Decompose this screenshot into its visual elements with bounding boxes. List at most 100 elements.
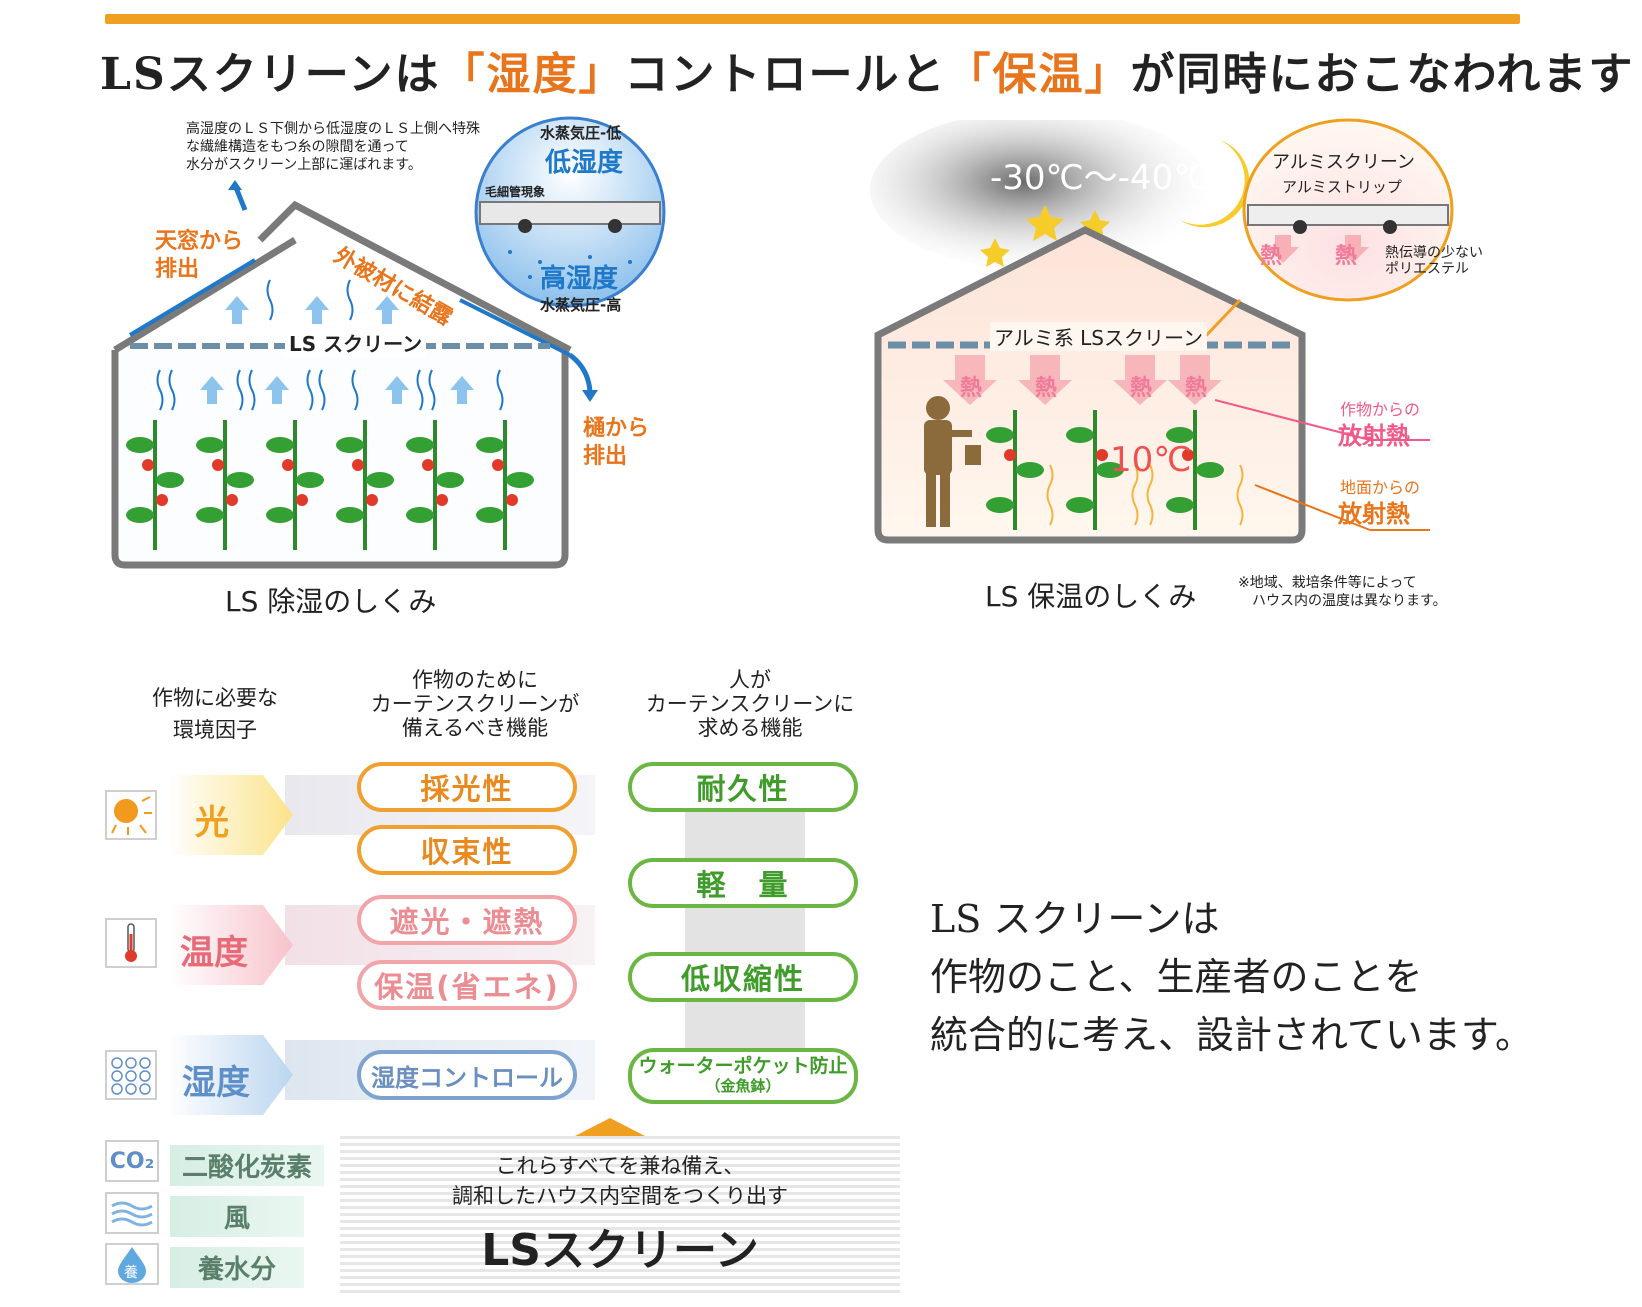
humidity-detail-circle (474, 116, 666, 308)
ground-radiation-small: 地面からの (1340, 478, 1421, 497)
low-humidity-label: 低湿度 (545, 148, 624, 178)
skylight-flow-line (128, 258, 257, 337)
thermometer-icon (105, 918, 157, 968)
inside-temperature: 10℃ (1110, 440, 1192, 480)
warm-footnote: ※地域、栽培条件等によって ハウス内の温度は異なります。 (1238, 575, 1447, 609)
headline-warm: 保温 (992, 49, 1085, 100)
low-pressure-label: 水蒸気圧-低 (540, 124, 622, 142)
detail-heat-label: 熱 (1260, 244, 1283, 269)
aluminum-detail-circle (1242, 118, 1454, 302)
summary-line-2: 作物のこと、生産者のことを (930, 955, 1423, 999)
humidity-chevron (168, 1035, 293, 1115)
func-low-shrinkage: 低収縮性 (628, 952, 858, 1002)
headline-bracket-open-1: 「 (440, 49, 487, 100)
aluminum-strip-label: アルミストリップ (1282, 178, 1402, 196)
banner-line1: これらすべてを兼ね備え、 (495, 1154, 745, 1178)
crop-radiation-pointer (1214, 399, 1371, 441)
func-water-pocket-prevention: ウォーターポケット防止 （金魚鉢） (628, 1048, 858, 1104)
crop-radiation-small: 作物からの (1340, 400, 1421, 419)
roof-right (257, 200, 572, 354)
up-arrows (200, 296, 474, 404)
col2-header: 作物のために カーテンスクリーンが 備えるべき機能 (370, 668, 580, 740)
headline-part1: LSスクリーンは (100, 49, 441, 100)
dehumid-note-line: 水分がスクリーン上部に運ばれます。 (186, 157, 422, 173)
gutter-exhaust-label: 樋から 排出 (583, 416, 650, 469)
ls-screen-label: LS スクリーン (285, 328, 427, 357)
light-chevron (168, 775, 293, 855)
headline-part3: が同時におこなわれます (1130, 49, 1635, 100)
aluminum-screen-label: アルミスクリーン (1272, 152, 1415, 173)
func-shading: 遮光・遮熱 (357, 895, 577, 945)
night-cloud (870, 120, 1210, 270)
water-drops-icon (105, 1050, 157, 1100)
ls-screen-banner (340, 1136, 900, 1296)
factor-wind: 風 (170, 1196, 304, 1237)
func-lightweight: 軽 量 (628, 858, 858, 908)
warm-house-diagram (870, 120, 1430, 544)
warm-caption: LS 保温のしくみ (985, 580, 1197, 613)
col1-header: 作物に必要な 環境因子 (152, 686, 278, 742)
heat-label-1: 熱 (960, 376, 983, 401)
factor-nutrients: 養水分 (170, 1247, 304, 1288)
gutter-arrow (568, 353, 593, 396)
func-heat-retention: 保温(省エネ) (357, 960, 577, 1010)
heat-label-3: 熱 (1130, 376, 1153, 401)
wind-icon (105, 1192, 159, 1234)
goldfish-bowl-label: （金魚鉢） (705, 1077, 781, 1095)
func-durability: 耐久性 (628, 762, 858, 812)
dehumid-caption: LS 除湿のしくみ (225, 585, 437, 618)
house-walls (111, 350, 569, 569)
sun-icon (105, 790, 157, 840)
ground-radiation-big: 放射熱 (1338, 500, 1410, 528)
factor-co2: 二酸化炭素 (170, 1145, 325, 1186)
high-humidity-label: 高湿度 (540, 264, 619, 294)
dehumid-note-line: な繊維構造をもつ糸の隙間を通って (186, 139, 409, 155)
warm-plants-stems (1013, 410, 1197, 530)
banner-line2: 調和したハウス内空間をつくり出す (452, 1184, 788, 1208)
top-accent-bar (105, 14, 1520, 24)
heat-reflect-arrows (943, 355, 1222, 405)
heat-label-4: 熱 (1185, 376, 1208, 401)
tomato-plants (126, 420, 534, 550)
up-triangle-icon (575, 1118, 645, 1136)
crop-radiation-big: 放射熱 (1338, 422, 1410, 450)
func-foldability: 収束性 (357, 825, 577, 875)
dehumid-house-diagram (111, 180, 598, 569)
factor-light: 光 (195, 803, 229, 843)
headline-humidity: 湿度 (486, 49, 579, 100)
screen-fibre-cross-section (479, 201, 661, 225)
polyester-note: 熱伝導の少ない ポリエステル (1385, 245, 1483, 277)
factor-humidity: 湿度 (182, 1063, 250, 1103)
dehumid-note-line: 高湿度のＬＳ下側から低湿度のＬＳ上側へ特殊 (186, 121, 480, 137)
headline-part2: コントロールと (624, 49, 947, 100)
func-humidity-control: 湿度コントロール (357, 1050, 577, 1100)
ground-radiation-pointer (1254, 484, 1371, 531)
summary-text: LS スクリーンは 作物のこと、生産者のことを 統合的に考え、設計されています。 (930, 890, 1533, 1064)
farmer-silhouette (924, 396, 981, 527)
co2-icon: CO₂ (105, 1140, 159, 1182)
headline-bracket-close-2: 」 (1084, 49, 1131, 100)
ground-radiation-waves (1046, 464, 1244, 526)
water-pocket-label: ウォーターポケット防止 (638, 1055, 848, 1077)
detail-heat-label-2: 熱 (1335, 244, 1358, 269)
roof-left (113, 237, 297, 353)
temp-chevron (168, 905, 293, 985)
condensation-flow-line (459, 298, 571, 357)
dehumid-note: 高湿度のＬＳ下側から低湿度のＬＳ上側へ特殊 な繊維構造をもつ糸の隙間を通って 水… (186, 120, 480, 174)
human-functions-spine (685, 810, 805, 1070)
summary-line-1: LS スクリーンは (930, 897, 1220, 941)
nutrient-icon: 養 (105, 1243, 159, 1285)
vapour-waves (156, 279, 504, 411)
skylight-exhaust-label: 天窓から 排出 (155, 229, 244, 282)
headline-bracket-open-2: 「 (946, 49, 993, 100)
summary-line-3: 統合的に考え、設計されています。 (930, 1013, 1534, 1057)
page-headline: LSスクリーンは「湿度」コントロールと「保温」が同時におこなわれます (100, 38, 1634, 102)
func-light-transmission: 採光性 (357, 762, 577, 812)
outside-temperature: -30℃～-40℃ (990, 158, 1212, 198)
col3-header: 人が カーテンスクリーンに 求める機能 (645, 668, 855, 740)
high-pressure-label: 水蒸気圧-高 (540, 296, 622, 314)
headline-bracket-close-1: 」 (578, 49, 625, 100)
aluminum-ls-screen-label: アルミ系 LSスクリーン (990, 322, 1207, 351)
heat-label-2: 熱 (1035, 376, 1058, 401)
svg-text:養: 養 (124, 1264, 138, 1281)
